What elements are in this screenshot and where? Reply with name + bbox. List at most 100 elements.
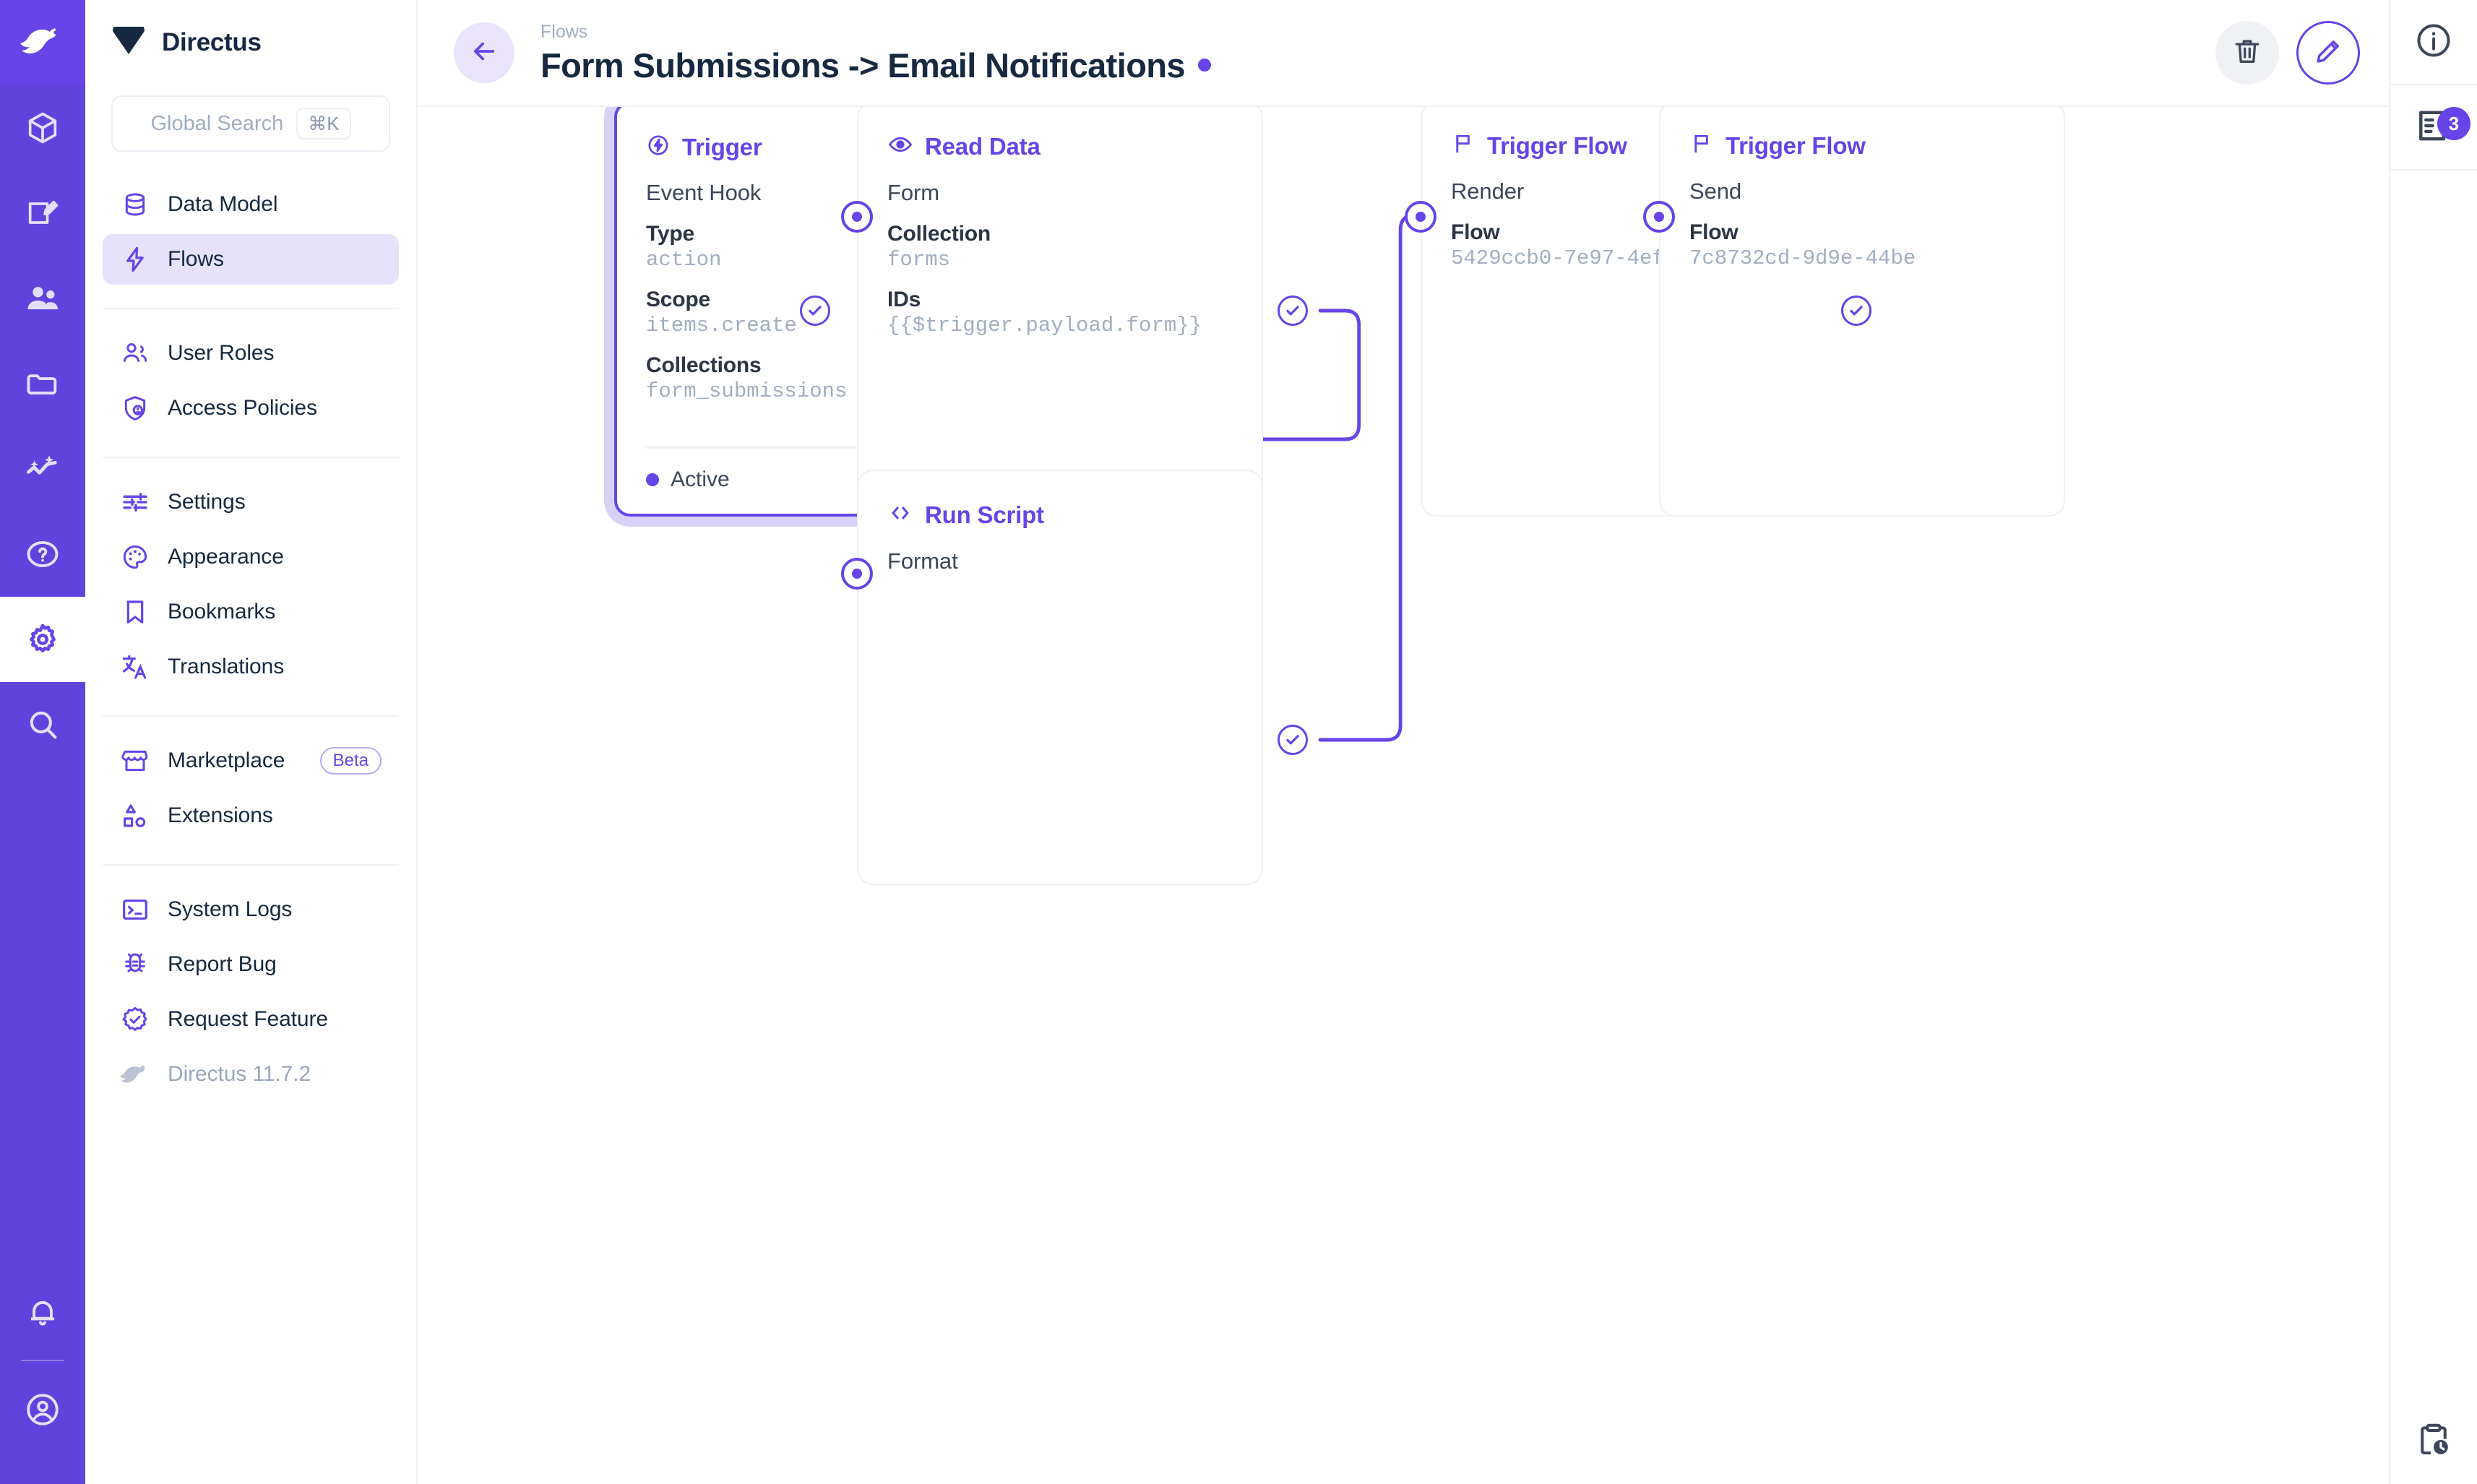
field-value: form_submissions [646, 379, 848, 403]
tune-icon [120, 487, 150, 517]
terminal-icon [120, 894, 150, 925]
field-value: {{$trigger.payload.form}} [887, 314, 1202, 337]
code-brackets-icon [887, 500, 913, 530]
field-label: Collections [646, 353, 762, 377]
field-value: items.create [646, 314, 797, 337]
arrow-left-icon [469, 36, 499, 70]
palette-icon [120, 542, 150, 572]
node-subtitle: Event Hook [646, 180, 762, 205]
files-module[interactable] [0, 341, 85, 426]
shield-person-icon [120, 393, 150, 423]
sidebar-item-system-logs[interactable]: System Logs [103, 884, 399, 935]
logs-count-badge: 3 [2437, 107, 2470, 140]
sidebar-item-label: Bookmarks [168, 600, 276, 624]
node-footer: Active [646, 447, 988, 492]
flow-history-button[interactable] [2390, 1399, 2477, 1484]
sidebar-item-settings[interactable]: Settings [103, 477, 399, 527]
help-module[interactable] [0, 512, 85, 597]
sidebar-item-label: Report Bug [168, 952, 277, 976]
port-run-script-resolve[interactable] [1278, 725, 1308, 755]
page-title: Form Submissions -> Email Notifications [540, 46, 1186, 85]
directus-mark-icon [111, 17, 146, 59]
sidebar-divider [103, 308, 399, 309]
sidebar-item-label: System Logs [168, 897, 293, 921]
sidebar-item-access-policies[interactable]: Access Policies [103, 383, 399, 433]
right-sidebar: 3 [2389, 0, 2477, 1484]
directus-rabbit-logo[interactable] [0, 0, 85, 85]
user-account-button[interactable] [0, 1367, 85, 1452]
node-title: Read Data [925, 132, 1041, 160]
port-read-data-input[interactable] [841, 201, 873, 233]
content-module[interactable] [0, 85, 85, 171]
sidebar-item-extensions[interactable]: Extensions [103, 790, 399, 841]
node-subtitle: Render [1451, 178, 1525, 204]
sidebar-item-user-roles[interactable]: User Roles [103, 328, 399, 379]
directus-rabbit-icon [120, 1059, 150, 1090]
page-header: Flows Form Submissions -> Email Notifica… [418, 0, 2389, 107]
delete-flow-button[interactable] [2215, 21, 2279, 85]
port-trigger-resolve[interactable] [800, 295, 830, 326]
node-title: Trigger Flow [1726, 131, 1866, 159]
module-rail [0, 0, 85, 1484]
port-run-script-input[interactable] [841, 558, 873, 590]
header-actions [2215, 21, 2360, 85]
trigger-bolt-icon [646, 133, 671, 161]
flow-node-run-script[interactable]: Run Script Format [857, 470, 1263, 885]
nav-group-access: User Roles Access Policies [85, 328, 416, 438]
port-trigger-flow-1-resolve[interactable] [1841, 295, 1871, 326]
search-input[interactable]: Global Search ⌘K [111, 95, 390, 152]
port-trigger-flow-2-input[interactable] [1643, 201, 1675, 233]
sidebar-item-label: Appearance [168, 545, 284, 569]
insights-module[interactable] [0, 426, 85, 512]
search-module[interactable] [0, 682, 85, 767]
footer-divider [646, 447, 988, 449]
sidebar-item-label: Request Feature [168, 1007, 328, 1031]
sidebar-item-bookmarks[interactable]: Bookmarks [103, 587, 399, 637]
flow-status-dot [1197, 59, 1211, 72]
notifications-button[interactable] [0, 1269, 85, 1354]
sidebar-item-label: Marketplace [168, 749, 285, 772]
sidebar-item-data-model[interactable]: Data Model [103, 179, 399, 230]
nav-group-data: Data Model Flows [85, 179, 416, 289]
port-read-data-resolve[interactable] [1278, 295, 1308, 326]
node-subtitle: Send [1689, 178, 1741, 204]
field-label: Type [646, 222, 694, 246]
field-label: Flow [1689, 220, 1739, 244]
port-trigger-flow-1-input[interactable] [1405, 201, 1436, 233]
editor-module[interactable] [0, 171, 85, 256]
sidebar-item-translations[interactable]: Translations [103, 642, 399, 692]
flow-node-read-data[interactable]: Read Data Form Collection forms IDs {{$t… [857, 107, 1263, 517]
flag-icon [1689, 131, 1714, 160]
bug-icon [120, 949, 150, 980]
pencil-icon [2312, 35, 2344, 71]
edit-flow-button[interactable] [2296, 21, 2360, 85]
users-module[interactable] [0, 256, 85, 341]
info-sidebar-button[interactable] [2390, 0, 2477, 85]
sidebar-item-label: Extensions [168, 803, 273, 827]
sidebar-divider [103, 457, 399, 458]
sidebar-item-report-bug[interactable]: Report Bug [103, 939, 399, 990]
sidebar-item-marketplace[interactable]: Marketplace Beta [103, 735, 399, 786]
sidebar-item-label: User Roles [168, 341, 275, 365]
sidebar-item-appearance[interactable]: Appearance [103, 532, 399, 582]
bookmark-icon [120, 597, 150, 627]
node-title: Trigger [682, 133, 762, 160]
sidebar-divider [103, 864, 399, 866]
sidebar-item-request-feature[interactable]: Request Feature [103, 994, 399, 1045]
nav-group-extend: Marketplace Beta Extensions [85, 735, 416, 845]
settings-module[interactable] [0, 597, 85, 682]
people-icon [120, 338, 150, 368]
nav-group-config: Settings Appearance [85, 477, 416, 696]
node-subtitle: Format [887, 548, 958, 574]
breadcrumb[interactable]: Flows [540, 21, 588, 42]
back-button[interactable] [454, 22, 514, 83]
main-area: Flows Form Submissions -> Email Notifica… [418, 0, 2389, 1484]
node-subtitle: Form [887, 180, 939, 205]
sidebar-item-flows[interactable]: Flows [103, 234, 399, 285]
rail-divider [21, 1360, 64, 1361]
logs-sidebar-button[interactable]: 3 [2390, 85, 2477, 171]
flow-canvas[interactable]: Trigger Event Hook Type action Scope ite… [418, 107, 2389, 1484]
module-sidebar: Directus Global Search ⌘K Data Model [85, 0, 418, 1484]
field-label: IDs [887, 288, 921, 311]
